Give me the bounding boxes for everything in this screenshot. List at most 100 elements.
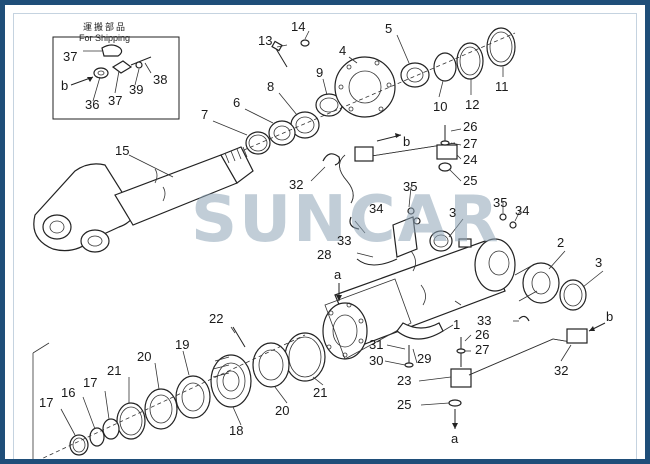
label-26-top: 26 xyxy=(463,119,477,134)
part-21-ring-right xyxy=(284,332,326,382)
label-16: 16 xyxy=(61,385,75,400)
part-39-washer xyxy=(135,61,143,69)
pipe-assembly-top: b xyxy=(310,125,462,204)
letter-b-pipe-top: b xyxy=(403,134,410,149)
part-34-bolt-left xyxy=(413,217,421,225)
label-13: 13 xyxy=(258,33,272,48)
part-33-clamp-bottom xyxy=(518,315,530,322)
part-11-ring xyxy=(486,27,516,67)
watermark-text: SUNCAR xyxy=(191,183,500,257)
label-18: 18 xyxy=(229,423,243,438)
part-33-clamp-top xyxy=(349,216,360,230)
part-25-oring-top xyxy=(438,162,452,172)
part-28-bracket xyxy=(392,216,418,258)
letter-b-shipping: b xyxy=(61,78,68,93)
part-27-washer-bottom xyxy=(456,348,466,354)
label-3-lower: 3 xyxy=(595,255,602,270)
label-38: 38 xyxy=(153,72,167,87)
pipe-flange-top xyxy=(354,146,374,162)
label-21-left: 21 xyxy=(107,363,121,378)
label-34-right: 34 xyxy=(515,203,529,218)
label-21-right: 21 xyxy=(313,385,327,400)
label-7: 7 xyxy=(201,107,208,122)
label-1: 1 xyxy=(453,317,460,332)
label-5: 5 xyxy=(385,21,392,36)
label-26-bottom: 26 xyxy=(475,327,489,342)
label-30: 30 xyxy=(369,353,383,368)
part-23-flange xyxy=(450,368,472,388)
label-27-bottom: 27 xyxy=(475,342,489,357)
label-39: 39 xyxy=(129,82,143,97)
part-15-piston-rod xyxy=(33,146,254,253)
parts-diagram: 運搬部品 For Shipping b xyxy=(32,19,613,459)
shipping-title-jp: 運搬部品 xyxy=(83,21,127,33)
part-36-nut xyxy=(93,67,109,79)
label-20-left: 20 xyxy=(137,349,151,364)
part-35-nut-right xyxy=(499,213,507,221)
label-11: 11 xyxy=(495,79,509,94)
diagram-inner-border xyxy=(13,13,637,459)
tube-port-top xyxy=(458,238,472,248)
label-14: 14 xyxy=(291,19,305,34)
label-12: 12 xyxy=(465,97,479,112)
part-1-cylinder-tube xyxy=(334,186,522,348)
label-3-upper: 3 xyxy=(449,205,456,220)
shipping-title-en: For Shipping xyxy=(79,33,130,43)
label-35-right: 35 xyxy=(493,195,507,210)
part-38-bolt xyxy=(130,56,152,66)
part-35-nut-left xyxy=(407,207,415,215)
part-21-ring-left xyxy=(116,402,146,440)
part-5-bushing xyxy=(400,62,430,88)
part-14-washer xyxy=(300,39,310,47)
label-33-bottom: 33 xyxy=(477,313,491,328)
part-10-ring xyxy=(433,52,457,82)
label-24: 24 xyxy=(463,152,477,167)
label-22: 22 xyxy=(209,311,223,326)
label-15: 15 xyxy=(115,143,129,158)
part-4-cylinder-head xyxy=(334,56,396,118)
label-10: 10 xyxy=(433,99,447,114)
label-6: 6 xyxy=(233,95,240,110)
part-37-clip xyxy=(101,44,123,57)
part-24-flange xyxy=(436,144,458,160)
part-20-ring-right xyxy=(252,342,290,388)
pipe-flange-right xyxy=(566,328,588,344)
label-2: 2 xyxy=(557,235,564,250)
part-19-seal xyxy=(175,375,211,419)
label-33-top: 33 xyxy=(337,233,351,248)
part-2-bushing xyxy=(522,262,560,304)
part-3-ring-upper xyxy=(429,230,453,252)
part-6-seal xyxy=(268,120,296,146)
part-22-pin xyxy=(232,326,246,348)
label-27-top: 27 xyxy=(463,136,477,151)
label-28: 28 xyxy=(317,247,331,262)
label-37-top: 37 xyxy=(63,49,77,64)
head-assembly-top xyxy=(212,27,516,155)
label-34-left: 34 xyxy=(369,201,383,216)
label-36: 36 xyxy=(85,97,99,112)
label-35-left: 35 xyxy=(403,179,417,194)
label-32-bottom: 32 xyxy=(554,363,568,378)
letter-a-bottom: a xyxy=(451,431,459,446)
part-27-washer-top xyxy=(440,140,450,146)
label-31: 31 xyxy=(369,337,383,352)
label-8: 8 xyxy=(267,79,274,94)
label-37-bottom: 37 xyxy=(108,93,122,108)
label-25-bottom: 25 xyxy=(397,397,411,412)
label-9: 9 xyxy=(316,65,323,80)
part-13-bolt xyxy=(274,46,288,68)
part-30-washer xyxy=(404,362,414,368)
label-17-upper: 17 xyxy=(83,375,97,390)
part-29-clamp xyxy=(396,322,444,340)
part-16-ring xyxy=(89,427,105,447)
part-17-ring-upper xyxy=(102,418,120,440)
letter-b-pipe-right: b xyxy=(606,309,613,324)
part-12-ring xyxy=(456,42,484,80)
label-32-top: 32 xyxy=(289,177,303,192)
part-28-band xyxy=(356,258,398,266)
label-4: 4 xyxy=(339,43,346,58)
label-25-top: 25 xyxy=(463,173,477,188)
part-34-bolt-right xyxy=(509,221,517,229)
piston-parts-bottom xyxy=(32,326,326,459)
